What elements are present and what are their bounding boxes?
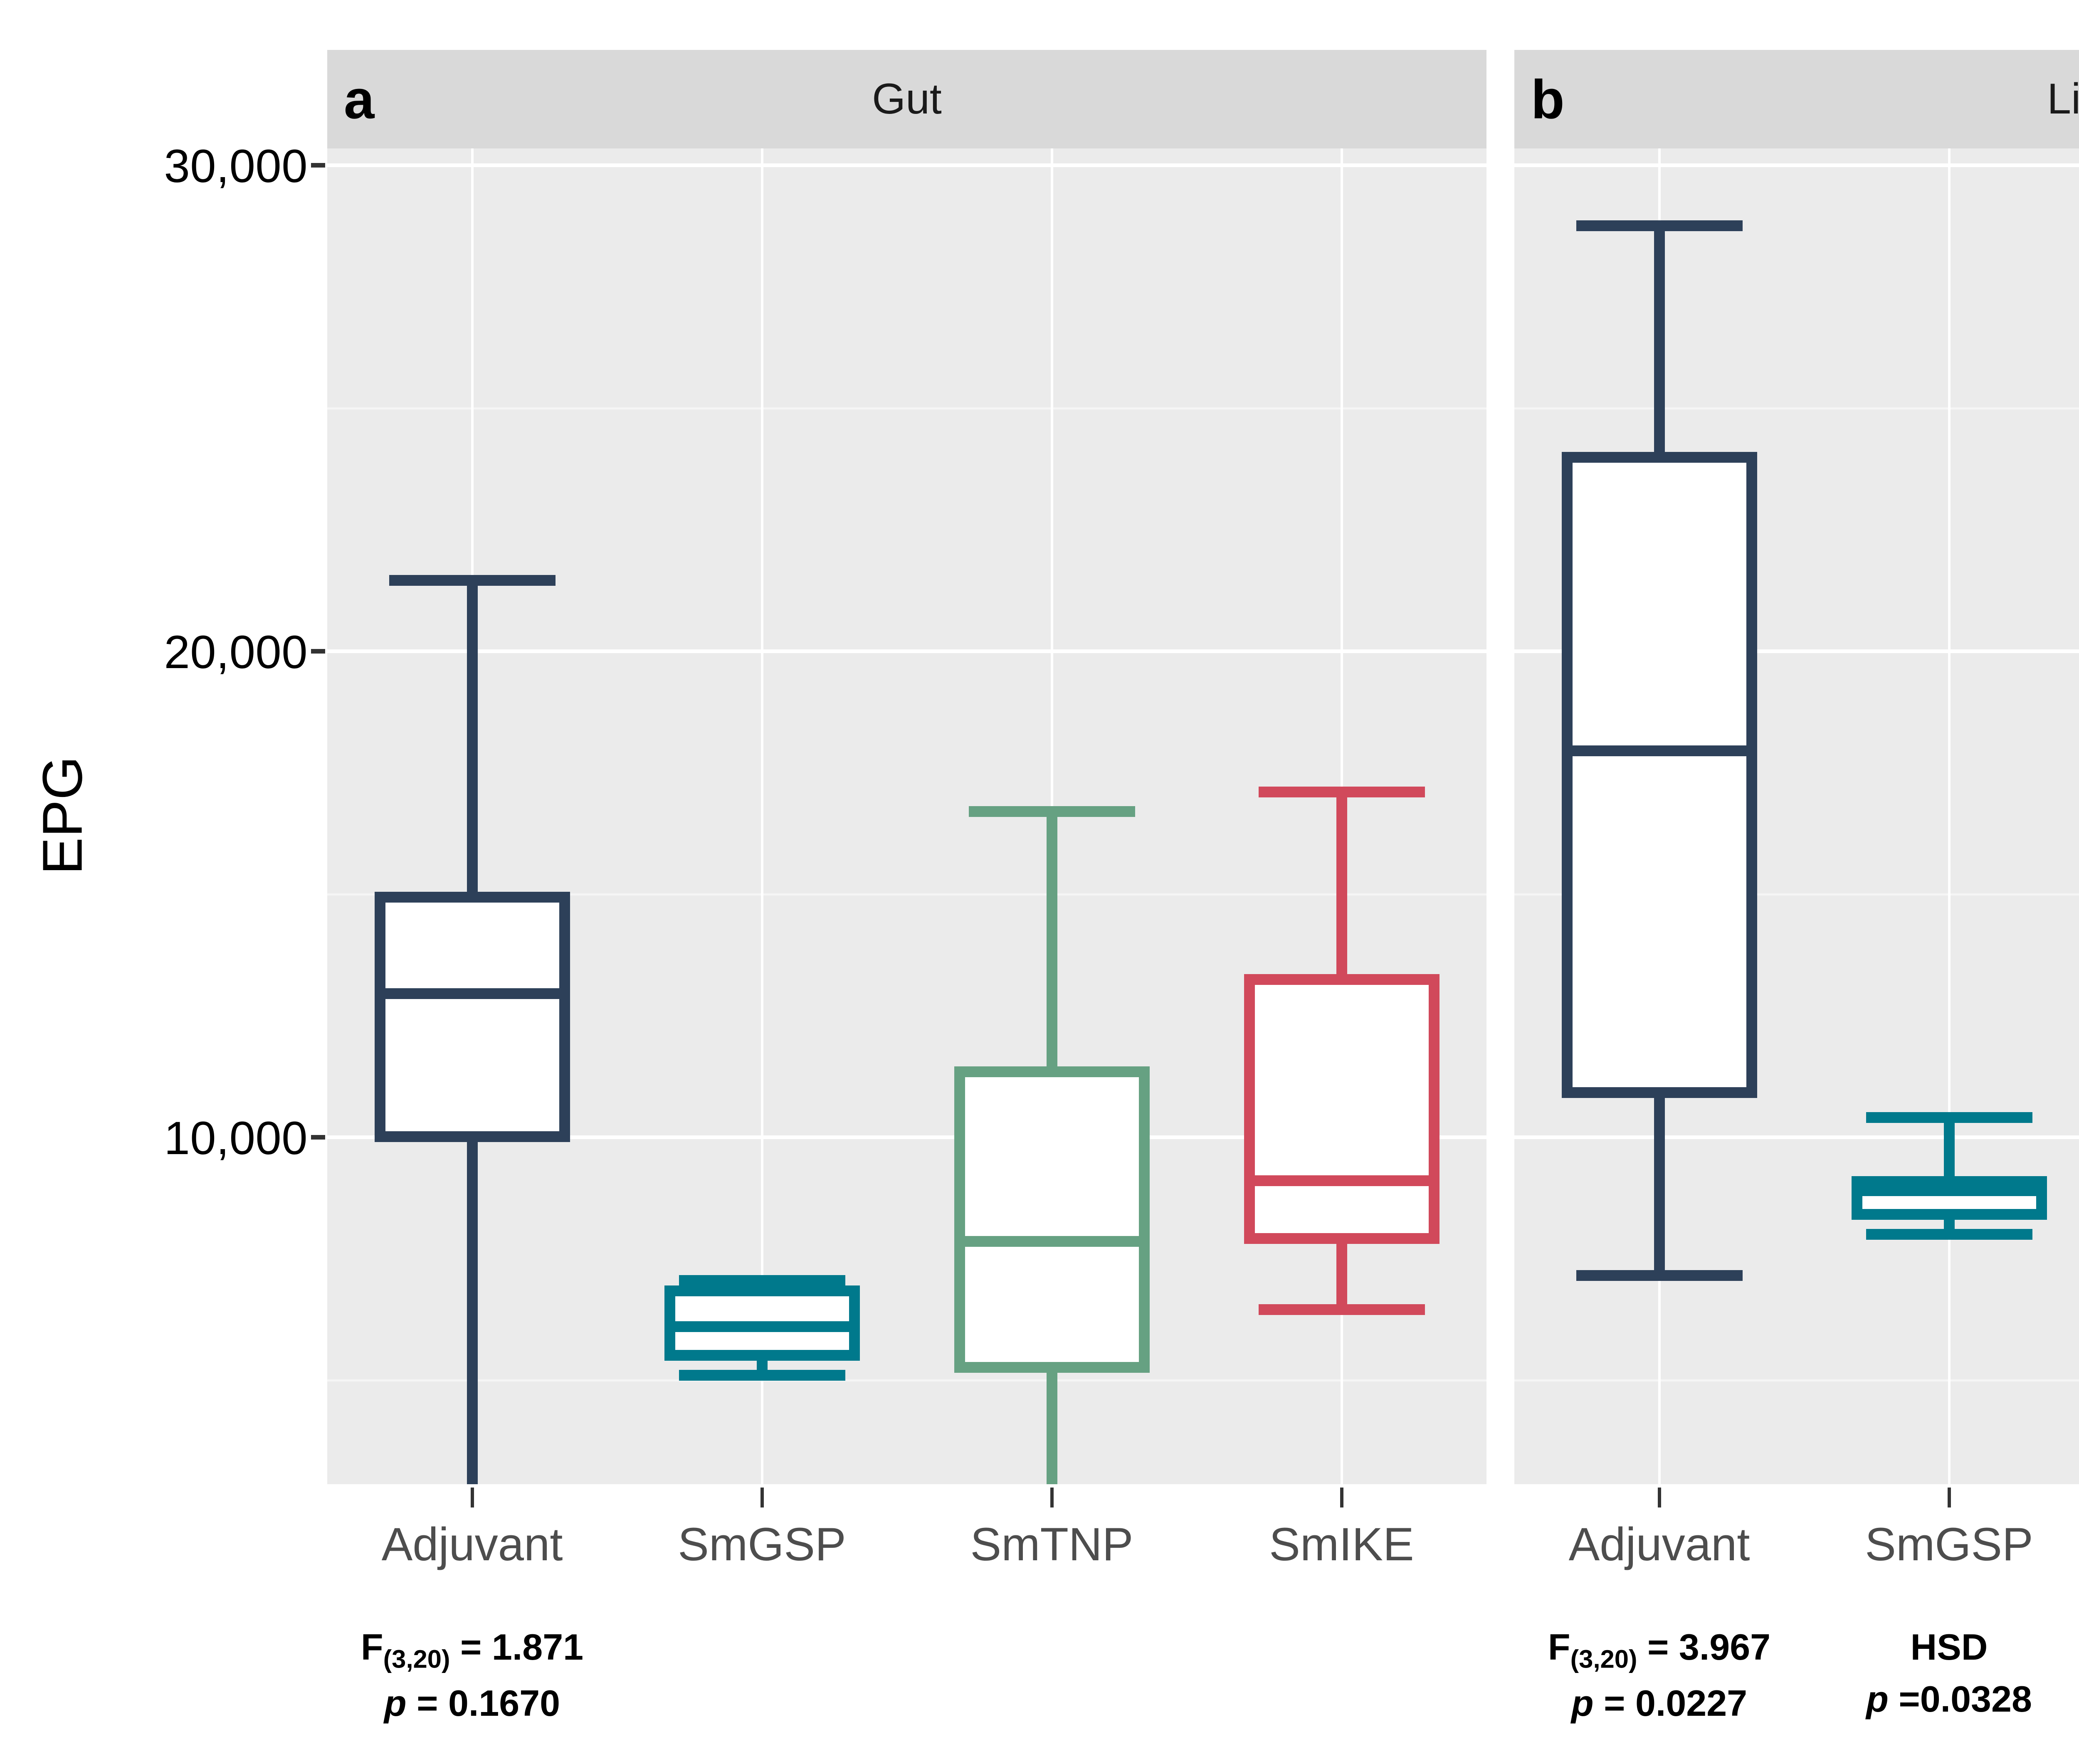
panel-strip-a: a Gut xyxy=(327,50,1486,148)
gridline-minor-15000 xyxy=(1514,893,2079,896)
whisker-cap-lower xyxy=(1576,1270,1743,1281)
whisker-stem-upper xyxy=(467,580,478,892)
whisker-stem-lower xyxy=(1046,1372,1057,1484)
vgridline-SmGSP xyxy=(760,148,763,1484)
gridline-major-20000 xyxy=(327,649,1486,653)
plot-area-b xyxy=(1514,148,2079,1484)
posthoc-stats-b-SmGSP: HSD p =0.0328 xyxy=(1866,1621,2032,1725)
panel-letter-a: a xyxy=(344,69,375,130)
box-iqr xyxy=(1561,451,1757,1098)
boxplot-a-SmGSP xyxy=(327,148,1486,1484)
whisker-stem-upper xyxy=(1336,792,1347,975)
whisker-cap-upper xyxy=(1576,220,1743,232)
x-axis-label-SmIKE: SmIKE xyxy=(1269,1518,1414,1570)
x-axis-label-SmGSP: SmGSP xyxy=(1865,1518,2033,1570)
gridline-major-30000 xyxy=(327,163,1486,167)
gridline-minor-25000 xyxy=(1514,407,2079,410)
box-iqr xyxy=(954,1066,1150,1373)
x-axis-tick-SmIKE xyxy=(1340,1488,1343,1507)
median-line xyxy=(954,1236,1150,1247)
boxplot-b-SmGSP xyxy=(1514,148,2079,1484)
boxplot-a-SmTNP xyxy=(327,148,1486,1484)
p-value: = 0.0227 xyxy=(1604,1683,1748,1724)
median-line xyxy=(374,988,570,999)
box-iqr xyxy=(374,891,570,1142)
whisker-stem-upper xyxy=(1654,226,1665,452)
f-statistic-line: F(3,20) = 3.967 xyxy=(1548,1621,1770,1678)
x-axis-tick-SmGSP xyxy=(760,1488,764,1507)
whisker-cap-lower xyxy=(679,1369,845,1381)
x-axis-tick-SmGSP xyxy=(1947,1488,1951,1507)
panel-title-b: Liver xyxy=(2047,75,2079,123)
p-value-line: p = 0.1670 xyxy=(361,1678,583,1729)
whisker-cap-lower xyxy=(1866,1229,2032,1240)
y-axis-title: EPG xyxy=(31,756,94,875)
boxplot-a-SmIKE xyxy=(327,148,1486,1484)
f-degrees-of-freedom: (3,20) xyxy=(383,1645,450,1674)
gridline-minor-5000 xyxy=(327,1379,1486,1382)
p-symbol: p xyxy=(384,1683,407,1724)
f-degrees-of-freedom: (3,20) xyxy=(1570,1645,1637,1674)
posthoc-test-name: HSD xyxy=(1910,1626,1988,1668)
f-statistic-line: F(3,20) = 1.871 xyxy=(361,1621,583,1678)
x-axis-tick-Adjuvant xyxy=(1657,1488,1661,1507)
whisker-stem-lower xyxy=(1336,1244,1347,1310)
y-axis-tick-20000 xyxy=(311,649,325,654)
gridline-major-10000 xyxy=(327,1135,1486,1139)
boxplot-b-SmIKE xyxy=(1514,148,2079,1484)
vgridline-SmGSP xyxy=(1948,148,1951,1484)
f-symbol: F xyxy=(1548,1626,1570,1668)
whisker-cap-upper xyxy=(389,575,556,586)
posthoc-p-line: p =0.0328 xyxy=(1866,1673,2032,1725)
panel-strip-b: b Liver xyxy=(1514,50,2079,148)
x-axis-label-SmTNP: SmTNP xyxy=(970,1518,1133,1570)
y-axis-label-10000: 10,000 xyxy=(164,1112,308,1164)
gridline-minor-5000 xyxy=(1514,1379,2079,1382)
boxplot-a-Adjuvant xyxy=(327,148,1486,1484)
x-axis-tick-SmTNP xyxy=(1050,1488,1054,1507)
x-axis-label-Adjuvant: Adjuvant xyxy=(1568,1518,1750,1570)
box-iqr xyxy=(1244,974,1439,1244)
whisker-stem-lower xyxy=(1654,1098,1665,1276)
f-value: = 1.871 xyxy=(460,1626,584,1668)
whisker-cap-upper xyxy=(1258,787,1425,797)
box-iqr xyxy=(1851,1176,2047,1220)
gridline-minor-25000 xyxy=(327,407,1486,410)
f-value: = 3.967 xyxy=(1647,1626,1771,1668)
plot-area-a xyxy=(327,148,1486,1484)
y-axis-tick-10000 xyxy=(311,1135,325,1140)
median-line xyxy=(1561,745,1757,756)
boxplot-b-Adjuvant xyxy=(1514,148,2079,1484)
panel-letter-b: b xyxy=(1531,69,1565,130)
x-axis-label-Adjuvant: Adjuvant xyxy=(381,1518,563,1570)
posthoc-p-value: =0.0328 xyxy=(1899,1678,2032,1720)
panel-title-a: Gut xyxy=(872,75,942,123)
p-value: = 0.1670 xyxy=(417,1683,560,1724)
whisker-cap-upper xyxy=(1866,1112,2032,1123)
gridline-major-10000 xyxy=(1514,1135,2079,1139)
p-value-line: p = 0.0227 xyxy=(1548,1678,1770,1729)
median-line xyxy=(664,1321,860,1332)
gridline-minor-15000 xyxy=(327,893,1486,896)
median-line xyxy=(1244,1175,1439,1187)
p-symbol: p xyxy=(1866,1678,1889,1720)
whisker-stem-upper xyxy=(1046,811,1057,1067)
f-symbol: F xyxy=(360,1626,383,1668)
whisker-cap-upper xyxy=(968,806,1135,817)
gridline-major-30000 xyxy=(1514,163,2079,167)
p-symbol: p xyxy=(1571,1683,1594,1724)
median-line xyxy=(1851,1185,2047,1196)
whisker-cap-lower xyxy=(1258,1304,1425,1315)
y-axis-tick-30000 xyxy=(311,163,325,168)
x-axis-label-SmGSP: SmGSP xyxy=(678,1518,846,1570)
x-axis-tick-Adjuvant xyxy=(470,1488,474,1507)
whisker-stem-upper xyxy=(1943,1118,1955,1176)
whisker-cap-upper xyxy=(679,1275,845,1286)
y-axis-label-30000: 30,000 xyxy=(164,140,308,192)
y-axis-label-20000: 20,000 xyxy=(164,626,308,678)
gridline-major-20000 xyxy=(1514,649,2079,653)
whisker-stem-lower xyxy=(467,1142,478,1484)
